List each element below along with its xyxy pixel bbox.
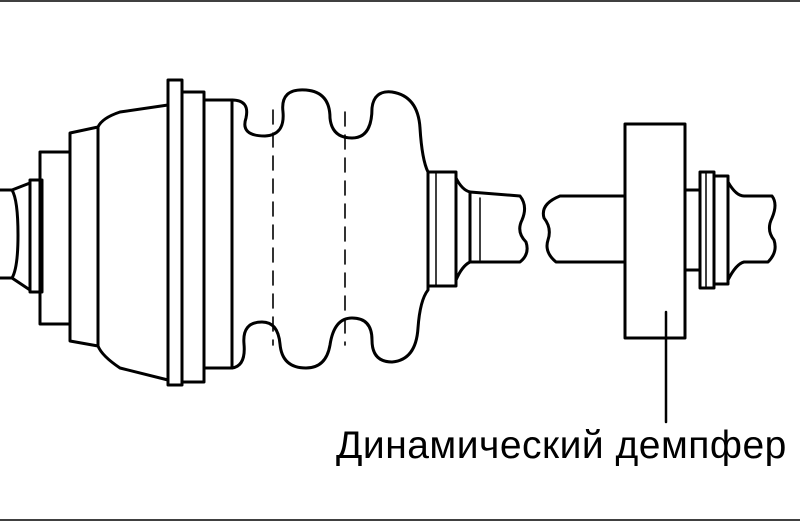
- dynamic-damper: [623, 122, 687, 340]
- outer-joint-housing: [28, 103, 170, 382]
- shaft-left-segment: [468, 190, 529, 264]
- left-stub-shaft: [0, 181, 32, 292]
- boot-clamp-flange: [166, 78, 234, 387]
- shaft-right-segment: [541, 194, 627, 264]
- cv-boot-bellows: [230, 88, 430, 370]
- damper-callout-label: Динамический демпфер: [336, 424, 787, 467]
- boot-small-clamp: [426, 170, 472, 288]
- shaft-right-end: [683, 170, 777, 290]
